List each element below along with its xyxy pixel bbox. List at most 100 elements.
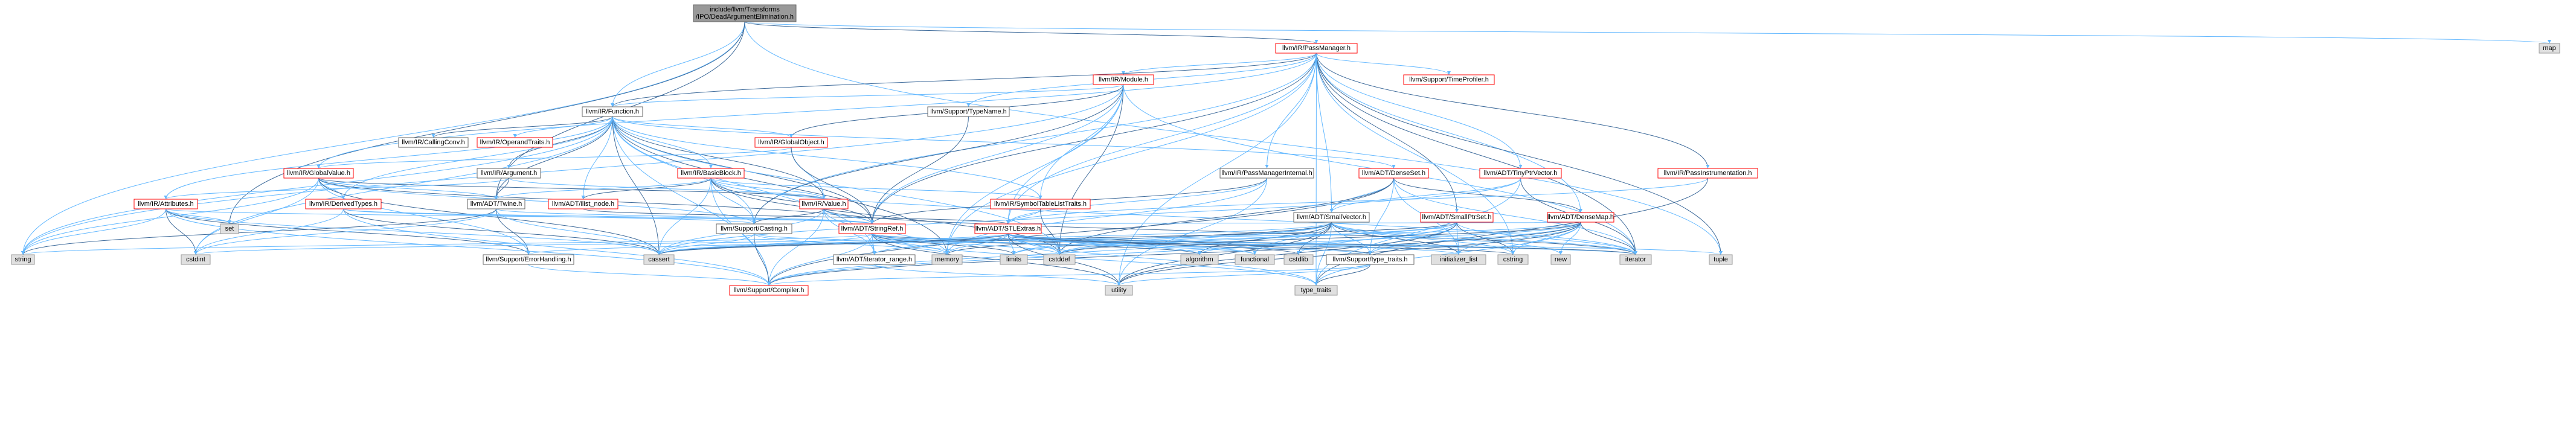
node-root[interactable]: include/llvm/Transforms/IPO/DeadArgument… [693,4,797,22]
edge-globalobject-to-stringref [791,147,874,225]
node-label-densemap: llvm/ADT/DenseMap.h [1547,214,1614,221]
node-denseset[interactable]: llvm/ADT/DenseSet.h [1358,168,1429,179]
edge-basicblock-to-casting [710,177,756,225]
node-tinyptrvector[interactable]: llvm/ADT/TinyPtrVector.h [1479,168,1562,179]
edge-passmanager-to-cstring [1316,53,1515,255]
node-label-symtab: llvm/IR/SymbolTableListTraits.h [994,200,1087,208]
node-label-tinyptrvector: llvm/ADT/TinyPtrVector.h [1484,170,1558,177]
edge-smallvector-to-memory [945,222,1332,255]
node-label-root: include/llvm/Transforms [710,6,780,13]
edge-symtab-to-stlextras [1006,208,1041,225]
edge-function-to-string [21,116,613,255]
node-box-globalobject [754,137,828,148]
node-globalvalue[interactable]: llvm/IR/GlobalValue.h [283,168,354,179]
edge-basicblock-to-symtab [710,177,1042,200]
node-functional: functional [1235,254,1275,265]
node-box-stringref [838,223,906,234]
node-derivedtypes[interactable]: llvm/IR/DerivedTypes.h [305,199,382,209]
node-smallptrset[interactable]: llvm/ADT/SmallPtrSet.h [1420,212,1494,223]
edge-passmanager-to-smallvector [1316,53,1334,213]
node-box-smallvector [1293,212,1370,223]
node-box-basicblock [677,168,745,179]
node-attributes[interactable]: llvm/IR/Attributes.h [133,199,198,209]
node-box-timeprofiler [1403,74,1495,85]
node-operandtraits[interactable]: llvm/IR/OperandTraits.h [477,137,553,148]
node-label-globalvalue: llvm/IR/GlobalValue.h [287,170,350,177]
edge-stringref-to-typetraits [872,233,1318,286]
node-label-twine: llvm/ADT/Twine.h [471,200,522,208]
edge-stlextras-to-functional [1007,233,1257,255]
node-label-cstdint: cstdint [186,256,205,263]
node-passmanager[interactable]: llvm/IR/PassManager.h [1275,43,1358,54]
edge-basicblock-to-value [710,177,826,200]
node-stringref[interactable]: llvm/ADT/StringRef.h [838,223,906,234]
node-basicblock[interactable]: llvm/IR/BasicBlock.h [677,168,745,179]
node-box-iterrange [833,254,916,265]
node-box-function [582,106,643,117]
node-function[interactable]: llvm/IR/Function.h [582,106,643,117]
node-twine[interactable]: llvm/ADT/Twine.h [467,199,525,209]
node-symtab[interactable]: llvm/IR/SymbolTableListTraits.h [990,199,1091,209]
node-label-value: llvm/IR/Value.h [801,200,846,208]
node-pmi[interactable]: llvm/IR/PassManagerInternal.h [1219,168,1314,179]
node-label-typename: llvm/Support/TypeName.h [930,108,1007,115]
edge-smallptrset-to-cstdlib [1297,222,1457,255]
edge-smallvector-to-typetraits [1314,222,1332,286]
node-box-cstddef [1043,254,1076,265]
edge-derivedtypes-to-stringref [343,208,874,225]
node-box-tinyptrvector [1479,168,1562,179]
node-label-denseset: llvm/ADT/DenseSet.h [1362,170,1425,177]
edge-basicblock-to-stringref [710,177,874,225]
node-callingconv[interactable]: llvm/IR/CallingConv.h [398,137,469,148]
node-casting[interactable]: llvm/Support/Casting.h [716,223,792,234]
node-argument[interactable]: llvm/IR/Argument.h [477,168,541,179]
edge-densemap-to-typetraits [1314,222,1581,286]
edge-function-to-symtab [612,116,1042,200]
edge-globalvalue-to-string [21,177,319,255]
node-cstdint: cstdint [181,254,211,265]
node-box-set [220,223,239,234]
edge-passmanager-to-tinyptrvector [1316,53,1523,169]
node-smallvector[interactable]: llvm/ADT/SmallVector.h [1293,212,1370,223]
edge-function-to-callingconv [431,116,613,138]
edge-root-to-set [228,21,745,225]
node-box-typetraits_sup [1326,254,1415,265]
node-iterrange[interactable]: llvm/ADT/iterator_range.h [833,254,916,265]
node-stlextras[interactable]: llvm/ADT/STLExtras.h [974,223,1042,234]
node-passinstr[interactable]: llvm/IR/PassInstrumentation.h [1657,168,1758,179]
edge-pmi-to-utility [1117,177,1267,286]
node-label-ilistnode: llvm/ADT/ilist_node.h [552,200,614,208]
edge-smallvector-to-typetraits_sup [1331,222,1372,255]
edge-smallptrset-to-cstddef [1058,222,1457,255]
node-label-stringref: llvm/ADT/StringRef.h [841,225,904,232]
node-box-initlist [1431,254,1486,265]
edge-denseset-to-typetraits_sup [1368,177,1394,255]
node-globalobject[interactable]: llvm/IR/GlobalObject.h [754,137,828,148]
edge-passmanager-to-memory [945,53,1317,255]
edge-stlextras-to-cstdlib [1007,233,1300,255]
node-box-cstdint [181,254,211,265]
node-box-new [1550,254,1571,265]
node-densemap[interactable]: llvm/ADT/DenseMap.h [1547,212,1614,223]
edge-casting-to-memory [754,233,949,255]
node-label-passmanager: llvm/IR/PassManager.h [1282,45,1351,52]
node-label-initlist: initializer_list [1440,256,1477,263]
edge-tinyptrvector-to-smallvector [1329,177,1521,213]
node-value[interactable]: llvm/IR/Value.h [799,199,849,209]
node-compiler[interactable]: llvm/Support/Compiler.h [729,285,809,296]
node-typetraits_sup[interactable]: llvm/Support/type_traits.h [1326,254,1415,265]
node-label-basicblock: llvm/IR/BasicBlock.h [681,170,741,177]
edge-module-to-cstddef [1058,84,1124,255]
edge-root-to-map [744,21,2551,44]
edge-denseset-to-smallvector [1329,177,1394,213]
node-timeprofiler[interactable]: llvm/Support/TimeProfiler.h [1403,74,1495,85]
edge-densemap-to-iterator [1580,222,1637,255]
node-errorhandling[interactable]: llvm/Support/ErrorHandling.h [483,254,574,265]
node-ilistnode[interactable]: llvm/ADT/ilist_node.h [548,199,618,209]
node-label-cstdlib: cstdlib [1289,256,1308,263]
edge-densemap-to-compiler [767,222,1581,286]
node-module[interactable]: llvm/IR/Module.h [1093,74,1154,85]
edge-passmanager-to-stringref [870,53,1317,225]
node-typename[interactable]: llvm/Support/TypeName.h [927,106,1010,117]
edge-basicblock-to-iterator [710,177,1637,255]
